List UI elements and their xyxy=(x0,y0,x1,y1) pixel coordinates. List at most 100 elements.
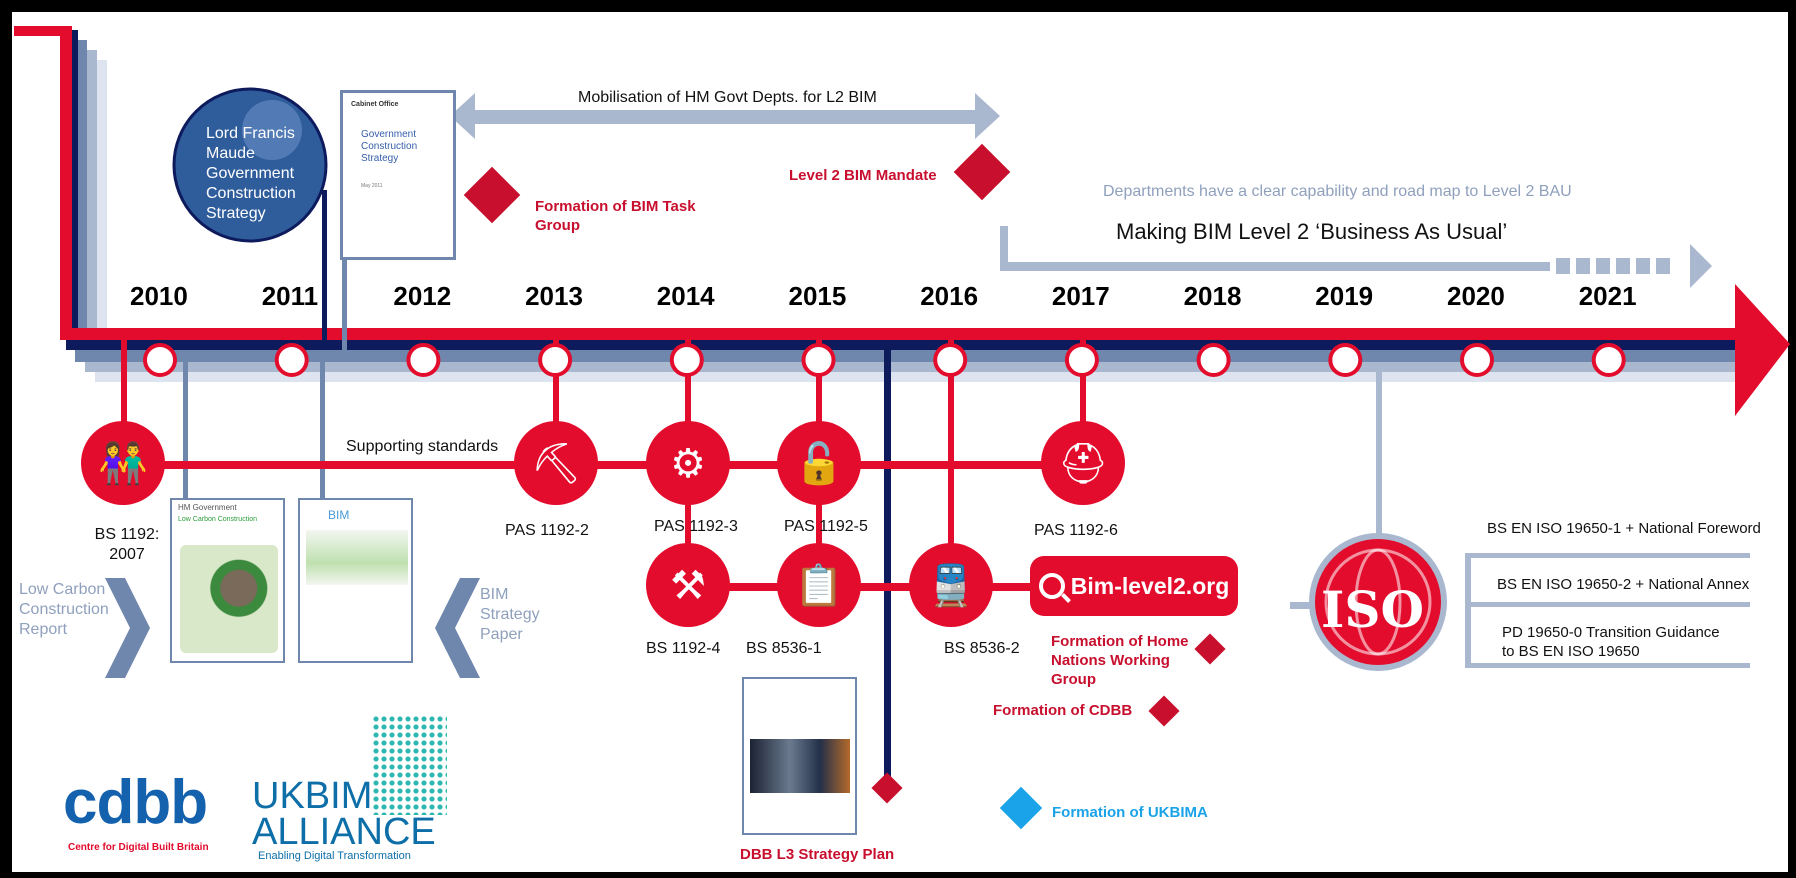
year-node-2011 xyxy=(274,343,309,377)
bim-strategy-image xyxy=(306,530,408,585)
bim-level2-label: Bim-level2.org xyxy=(1070,572,1230,599)
bim-task-group-label: Formation of BIM Task Group xyxy=(535,198,696,234)
year-node-2019 xyxy=(1328,343,1363,377)
iso-19650-2-label: BS EN ISO 19650-2 + National Annex xyxy=(1497,576,1750,593)
iso-line-3 xyxy=(1465,663,1750,668)
departments-label: Departments have a clear capability and … xyxy=(1103,183,1572,200)
lcc-title: Low Carbon Construction xyxy=(178,516,257,523)
chevron-left-icon xyxy=(435,578,480,678)
search-icon xyxy=(1038,573,1065,599)
ukbim-logo-2: ALLIANCE xyxy=(252,811,436,853)
connector-lcc xyxy=(183,360,188,500)
iso-19650-0-label: PD 19650-0 Transition Guidance to BS EN … xyxy=(1502,624,1720,660)
gcs-date: May 2011 xyxy=(361,183,383,189)
bim-strategy-label: BIM Strategy Paper xyxy=(480,586,540,643)
connector-dbb xyxy=(884,350,891,790)
mobilisation-left-arrow xyxy=(450,93,475,139)
hardhat-icon xyxy=(1041,421,1125,505)
hardhat-icon-glyph: ⛑ xyxy=(1058,441,1109,487)
supporting-standards-label: Supporting standards xyxy=(346,438,499,455)
l2-mandate-label: Level 2 BIM Mandate xyxy=(789,167,937,184)
diamond-task-group xyxy=(463,166,521,224)
year-node-2016 xyxy=(933,343,968,377)
dbb-document xyxy=(742,677,857,835)
bim-level2-badge: Bim-level2.org xyxy=(1030,556,1238,616)
lcc-document: HM Government Low Carbon Construction xyxy=(170,498,285,663)
low-carbon-label: Low Carbon Construction Report xyxy=(19,581,109,638)
gcs-logo: Cabinet Office xyxy=(351,101,399,108)
cdbb-logo: cdbb xyxy=(63,768,208,837)
standards-second-line xyxy=(680,583,1120,591)
diamond-l2-mandate xyxy=(953,143,1011,201)
year-node-2018 xyxy=(1196,343,1231,377)
year-2019: 2019 xyxy=(1315,281,1374,311)
padlock-icon-glyph: 🔓 xyxy=(794,440,844,487)
padlock-icon xyxy=(777,421,861,505)
cdbb-formation-label: Formation of CDBB xyxy=(993,702,1133,719)
year-2021: 2021 xyxy=(1578,281,1637,311)
bau-bar xyxy=(1000,262,1550,271)
construction-worker-icon-glyph: ⛏ xyxy=(531,441,582,487)
clipboard-building-icon xyxy=(777,543,861,627)
diamond-ukbima xyxy=(999,786,1043,830)
pas5-label: PAS 1192-5 xyxy=(784,518,868,535)
lcc-hmgov: HM Government xyxy=(178,503,237,512)
year-node-2021 xyxy=(1591,343,1626,377)
iso-icon xyxy=(1309,533,1447,671)
construction-worker-icon xyxy=(514,421,598,505)
year-2011: 2011 xyxy=(261,281,319,311)
mobilisation-bar xyxy=(470,110,990,124)
iso-19650-1-label: BS EN ISO 19650-1 + National Foreword xyxy=(1487,520,1761,537)
bs85361-label: BS 8536-1 xyxy=(746,640,822,657)
ukbim-logo-sub: Enabling Digital Transformation xyxy=(258,850,411,862)
bau-dashes xyxy=(1556,258,1670,274)
ukbim-map-icon xyxy=(372,715,447,815)
iso-label: ISO xyxy=(1321,580,1425,639)
iso-bracket xyxy=(1465,553,1471,668)
ukbima-label: Formation of UKBIMA xyxy=(1052,804,1208,821)
bs85362-label: BS 8536-2 xyxy=(944,640,1020,657)
year-2020: 2020 xyxy=(1447,281,1505,311)
pas2-label: PAS 1192-2 xyxy=(505,522,589,539)
year-node-2017 xyxy=(1064,343,1099,377)
lcc-cover-image xyxy=(180,545,278,653)
year-node-2015 xyxy=(801,343,836,377)
maude-face xyxy=(242,100,302,160)
bim-strategy-document: BIM xyxy=(298,498,413,663)
bau-arrowhead xyxy=(1690,244,1712,288)
iso-line-2 xyxy=(1465,602,1750,607)
year-2016: 2016 xyxy=(920,281,979,311)
year-node-2013 xyxy=(538,343,573,377)
year-node-2010 xyxy=(143,343,177,377)
bs4-label: BS 1192-4 xyxy=(646,640,721,657)
pas3-label: PAS 1192-3 xyxy=(654,518,738,535)
year-2014: 2014 xyxy=(656,281,715,311)
diamond-cdbb xyxy=(1148,695,1180,727)
clipboard-train-icon xyxy=(909,543,993,627)
year-2015: 2015 xyxy=(788,281,847,311)
ribbon-lightest-vertical xyxy=(95,60,107,380)
year-2013: 2013 xyxy=(525,281,583,311)
connector-iso xyxy=(1376,362,1382,557)
gcs-title: Government Construction Strategy xyxy=(361,129,418,164)
connector-bim-strategy xyxy=(320,360,325,500)
pas6-label: PAS 1192-6 xyxy=(1034,522,1118,539)
connector-maude xyxy=(322,190,327,340)
meeting-icon xyxy=(81,421,165,505)
mobilisation-right-arrow xyxy=(975,93,1000,139)
ribbon-red-vertical xyxy=(60,26,72,338)
ukbim-logo-1: UKBIM xyxy=(252,775,373,817)
bau-vertical xyxy=(1000,226,1008,270)
connector-2013 xyxy=(553,336,559,436)
year-node-2020 xyxy=(1460,343,1494,377)
clipboard-train-icon-glyph: 🚆 xyxy=(926,562,976,609)
home-nations-label: Formation of Home Nations Working Group xyxy=(1051,633,1189,688)
year-2018: 2018 xyxy=(1183,281,1242,311)
timeline-arrowhead xyxy=(1735,284,1790,416)
year-2017: 2017 xyxy=(1051,281,1110,311)
gcs-document: Cabinet Office Government Construction S… xyxy=(340,90,456,260)
ribbon-red-top xyxy=(14,26,72,36)
connector-2016 xyxy=(948,336,954,576)
